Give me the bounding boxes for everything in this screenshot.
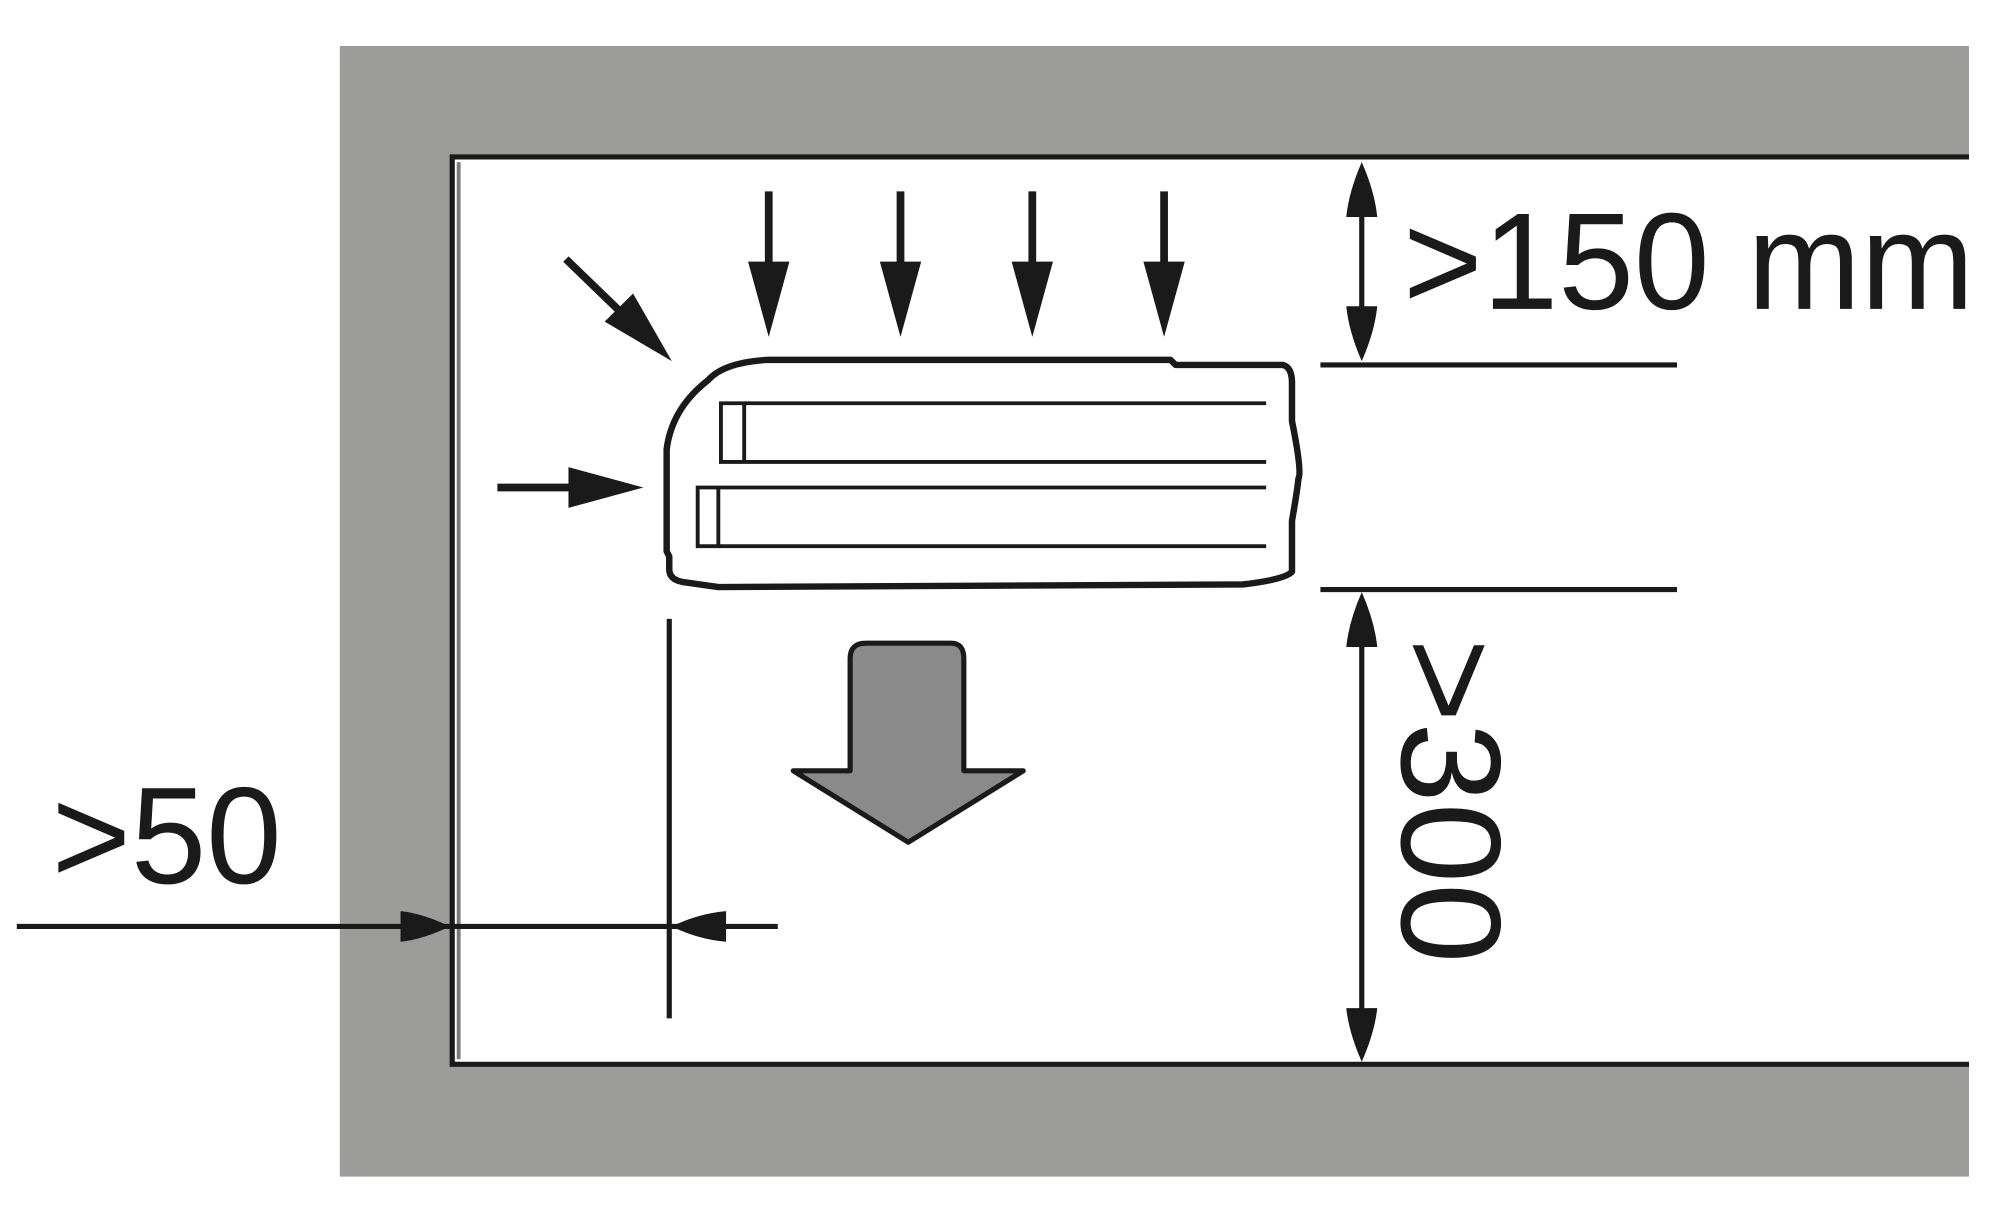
air-intake-arrow	[748, 191, 790, 337]
indoor-unit	[663, 356, 1303, 591]
air-intake-arrow	[1011, 191, 1053, 337]
air-intake-arrows-top	[748, 191, 1185, 337]
side-clearance-label: >50	[52, 759, 282, 913]
unit-outline	[663, 356, 1303, 591]
air-intake-arrow-diagonal	[563, 256, 672, 362]
top-clearance-label: >150 mm	[1403, 185, 1974, 339]
air-outlet-arrow	[790, 640, 1026, 845]
dimension-arrow-right	[400, 911, 450, 942]
air-intake-arrow-side	[497, 467, 644, 508]
dimension-arrow-down	[1346, 306, 1378, 362]
dimension-arrow-left	[671, 911, 727, 942]
bottom-clearance-label: >300	[1372, 638, 1531, 963]
dimension-arrow-up	[1346, 162, 1378, 217]
bottom-clearance-dimension: >300	[1320, 587, 1678, 1062]
top-clearance-dimension: >150 mm	[1320, 162, 1974, 368]
unit-louver-upper	[718, 401, 1267, 464]
unit-louver-lower	[695, 485, 1267, 549]
recess-outline	[449, 154, 1969, 1067]
dimension-arrow-down	[1346, 1008, 1378, 1062]
air-intake-arrow	[879, 191, 922, 337]
side-clearance-dimension: >50	[16, 618, 778, 1019]
air-intake-arrow	[1143, 191, 1185, 337]
dimension-arrow-up	[1346, 592, 1378, 648]
